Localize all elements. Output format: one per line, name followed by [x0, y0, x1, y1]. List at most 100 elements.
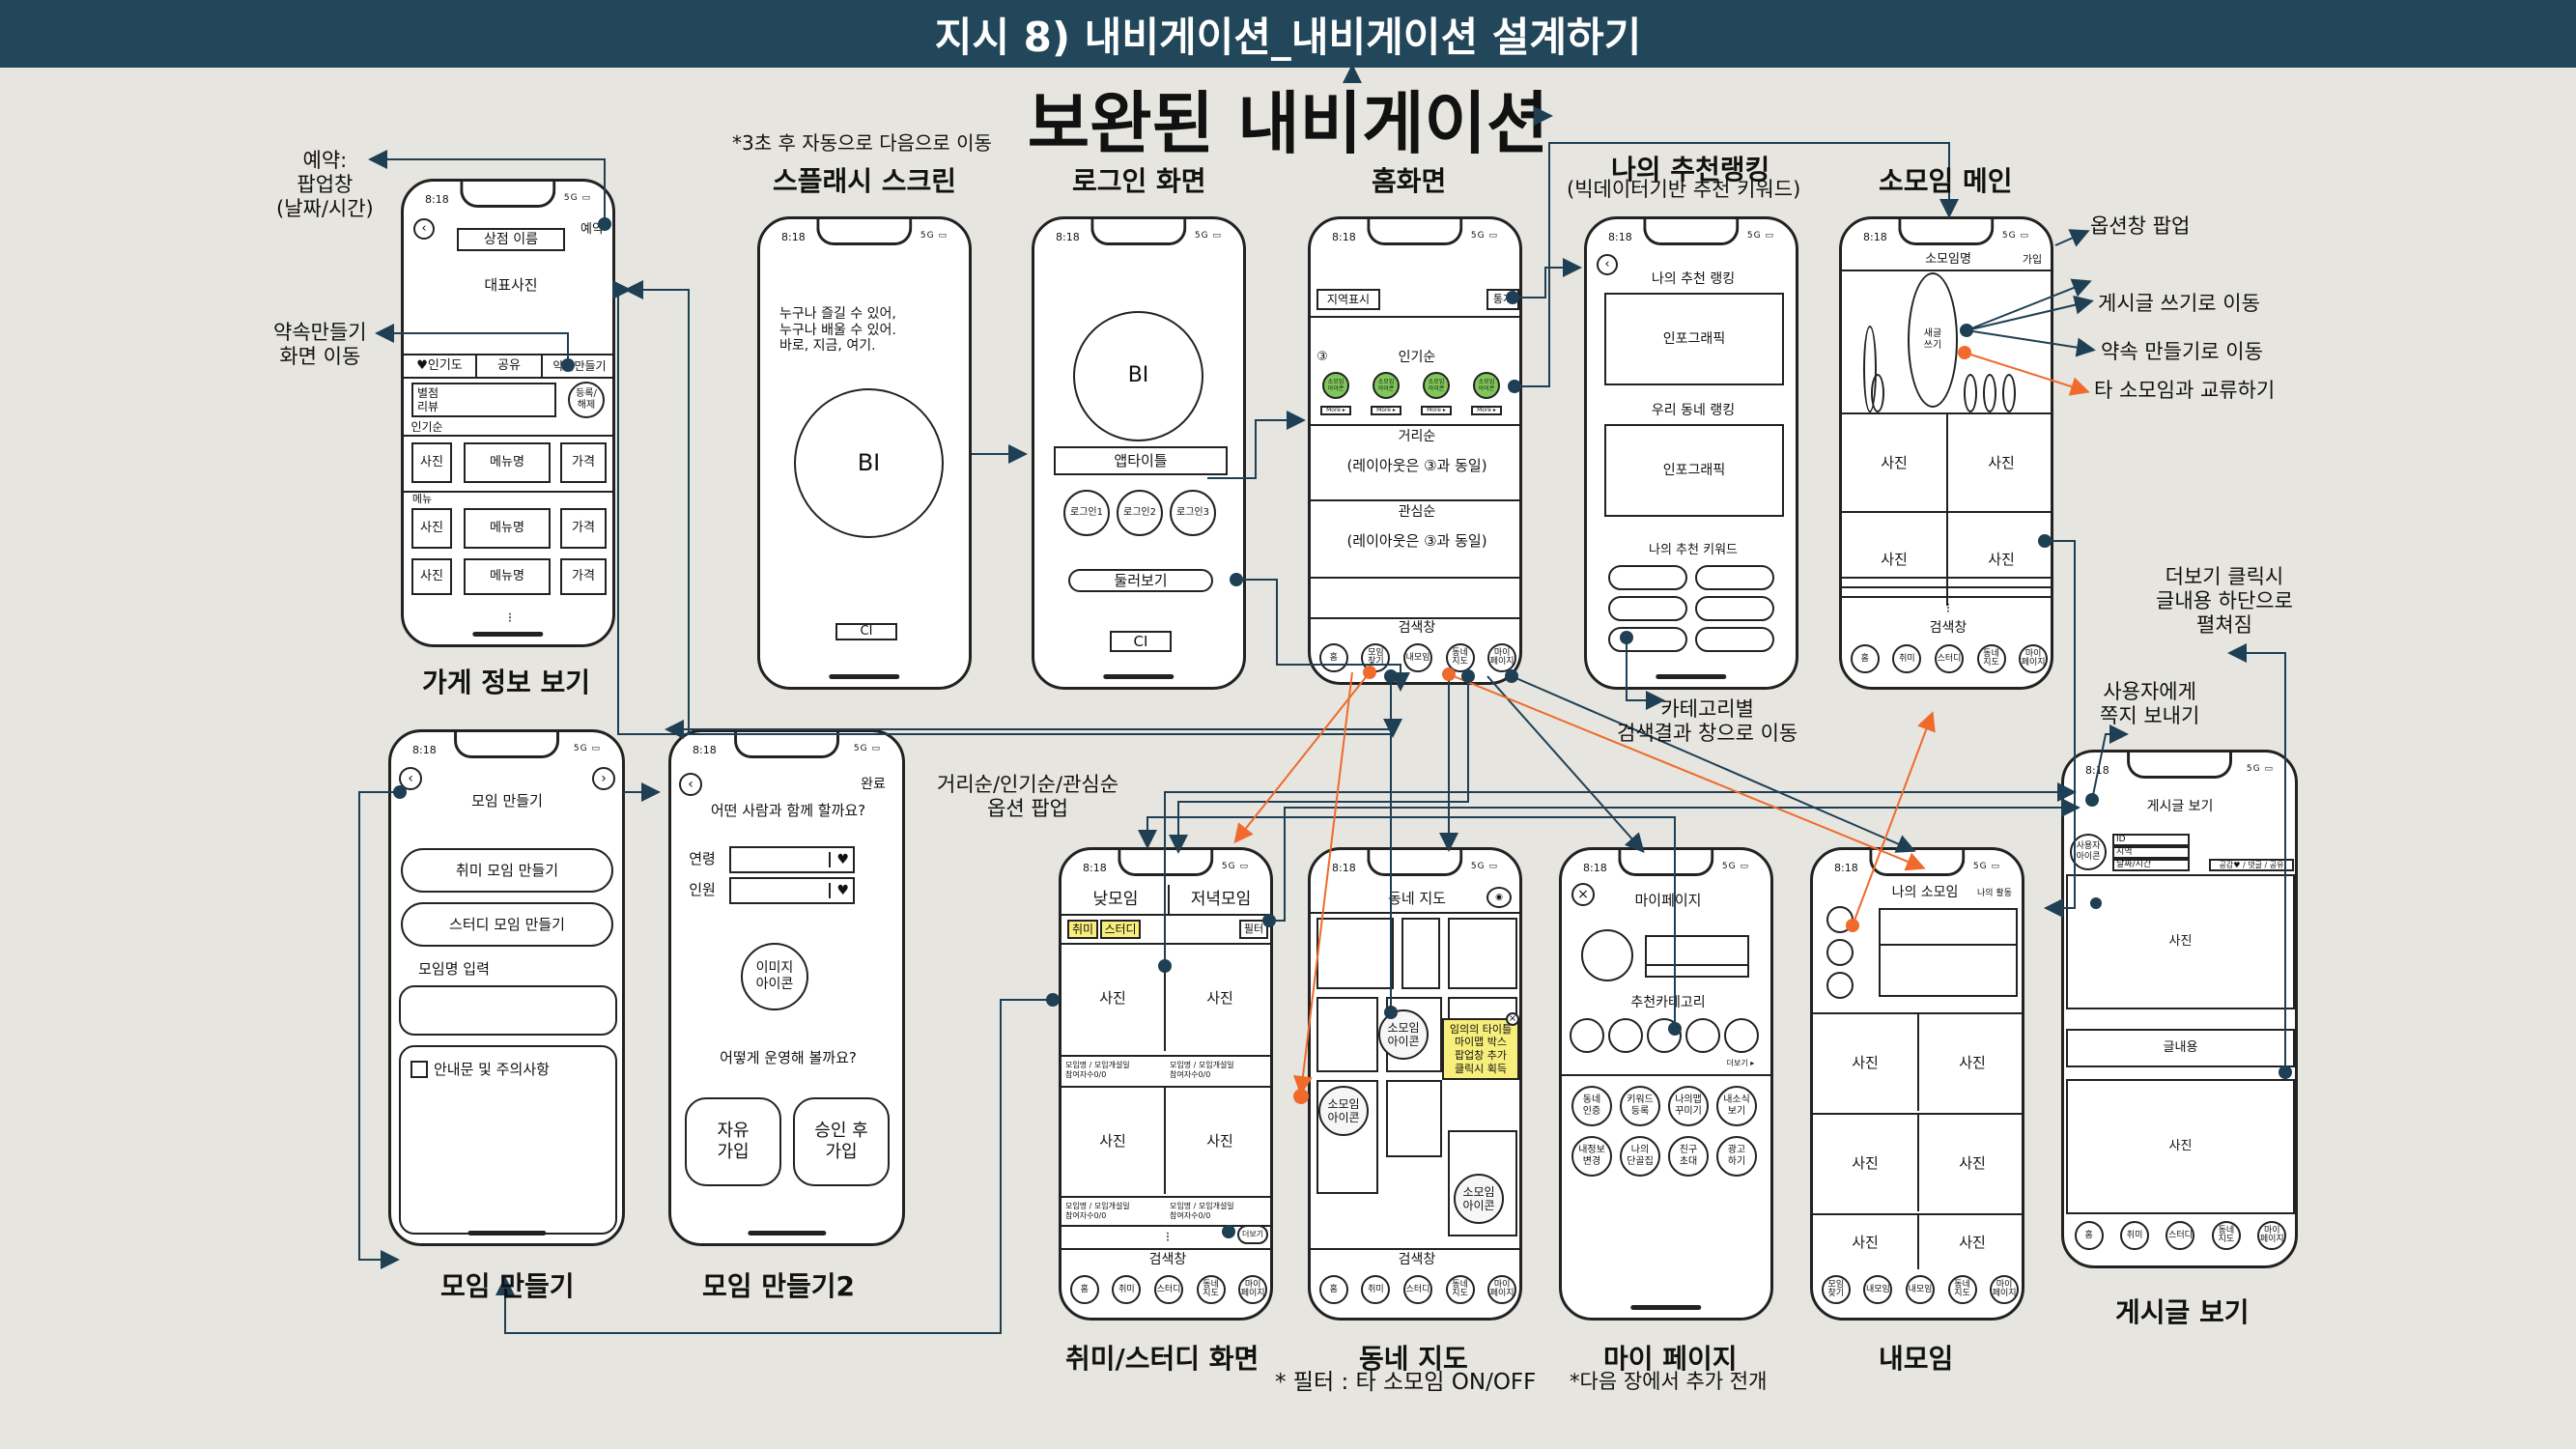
- profile-photo[interactable]: [1581, 929, 1633, 981]
- join-button[interactable]: 가입: [2022, 253, 2043, 267]
- tab-map[interactable]: 동네 지도: [1196, 1275, 1226, 1304]
- group-avatar[interactable]: [1826, 972, 1854, 999]
- more-button[interactable]: More ▸: [1471, 406, 1502, 415]
- tab-home[interactable]: 홈: [1069, 1275, 1099, 1304]
- tab-home[interactable]: 홈: [2074, 1221, 2104, 1250]
- tab-popularity[interactable]: ♥인기도: [416, 358, 463, 374]
- back-icon[interactable]: ‹: [413, 218, 435, 240]
- category-chip[interactable]: [1570, 1018, 1604, 1053]
- tab-study[interactable]: 스터디: [2166, 1221, 2195, 1250]
- category-chip[interactable]: [1724, 1018, 1759, 1053]
- tab-map[interactable]: 동네 지도: [1947, 1275, 1977, 1304]
- next-icon[interactable]: ›: [592, 767, 615, 790]
- reserve-button[interactable]: 예약: [580, 222, 604, 238]
- menu-news[interactable]: 내소식 보기: [1716, 1086, 1757, 1126]
- tab-home[interactable]: 홈: [1318, 643, 1348, 672]
- region-label[interactable]: 지역표시: [1316, 289, 1380, 310]
- group-icon[interactable]: 소모임 아이콘: [1423, 372, 1450, 399]
- back-icon[interactable]: ‹: [1597, 254, 1618, 275]
- tab-share[interactable]: 공유: [475, 355, 543, 377]
- search-bar[interactable]: 검색창: [1398, 619, 1436, 636]
- back-icon[interactable]: ‹: [679, 773, 702, 796]
- menu-verify[interactable]: 동네 인증: [1571, 1086, 1612, 1126]
- keyword-pill[interactable]: [1608, 565, 1687, 590]
- more-dots-icon[interactable]: ⁝: [507, 610, 513, 626]
- tab-study[interactable]: 스터디: [1402, 1275, 1432, 1304]
- tab-home[interactable]: 홈: [1318, 1275, 1348, 1304]
- free-join-button[interactable]: 자유 가입: [685, 1097, 781, 1186]
- tab-map[interactable]: 동네 지도: [1445, 643, 1475, 672]
- study-chip[interactable]: 스터디: [1100, 920, 1141, 939]
- keyword-pill[interactable]: [1695, 627, 1774, 652]
- tab-mypage[interactable]: 마이 페이지: [1990, 1275, 2020, 1304]
- tab-hobby[interactable]: 취미: [2120, 1221, 2150, 1250]
- tab-hobby[interactable]: 취미: [1892, 644, 1922, 673]
- user-avatar[interactable]: 사용자 아이콘: [2070, 834, 2107, 870]
- post-actions[interactable]: 공감♥ / 댓글 / 공유: [2209, 859, 2294, 871]
- tab-mypage[interactable]: 마이 페이지: [1487, 643, 1517, 672]
- tab-hobby[interactable]: 취미: [1361, 1275, 1391, 1304]
- write-post-bubble[interactable]: 새글 쓰기: [1908, 272, 1958, 408]
- more-dots-icon[interactable]: ⁝: [1165, 1229, 1171, 1245]
- menu-favorites[interactable]: 나의 단골집: [1620, 1136, 1660, 1177]
- tab-day-group[interactable]: 낮모임: [1092, 889, 1139, 909]
- menu-invite[interactable]: 친구 초대: [1668, 1136, 1709, 1177]
- category-chip[interactable]: [1685, 1018, 1720, 1053]
- group-map-marker[interactable]: 소모임 아이콘: [1318, 1086, 1369, 1136]
- stats-button[interactable]: 통계: [1486, 289, 1519, 310]
- notice-checkbox[interactable]: [410, 1061, 428, 1078]
- group-icon[interactable]: 소모임 아이콘: [1473, 372, 1500, 399]
- tab-map[interactable]: 동네 지도: [2211, 1221, 2241, 1250]
- tab-mypage[interactable]: 마이 페이지: [1238, 1275, 1268, 1304]
- group-name-input[interactable]: [399, 985, 617, 1036]
- age-select[interactable]: ♥: [729, 846, 855, 873]
- tab-study[interactable]: 스터디: [1153, 1275, 1183, 1304]
- group-map-marker[interactable]: 소모임 아이콘: [1378, 1009, 1429, 1060]
- more-button[interactable]: More ▸: [1421, 406, 1452, 415]
- login-button-3[interactable]: 로그인3: [1170, 490, 1216, 536]
- hobby-chip[interactable]: 취미: [1067, 920, 1098, 939]
- create-hobby-button[interactable]: 취미 모임 만들기: [401, 848, 613, 893]
- group-icon[interactable]: 소모임 아이콘: [1322, 372, 1349, 399]
- search-bar[interactable]: 검색창: [1929, 619, 1967, 636]
- filter-button[interactable]: 필터: [1239, 920, 1268, 939]
- tab-mypage[interactable]: 마이 페이지: [2257, 1221, 2287, 1250]
- search-bar[interactable]: 검색창: [1148, 1251, 1187, 1267]
- keyword-pill[interactable]: [1608, 596, 1687, 621]
- tab-find-group[interactable]: 모임 찾기: [1821, 1275, 1851, 1304]
- login-button-1[interactable]: 로그인1: [1063, 490, 1110, 536]
- category-chip[interactable]: [1608, 1018, 1643, 1053]
- more-dots-icon[interactable]: ⁝: [1945, 600, 1951, 616]
- search-bar[interactable]: 검색창: [1398, 1251, 1436, 1267]
- map-icon[interactable]: ◉: [1486, 887, 1512, 908]
- people-select[interactable]: ♥: [729, 877, 855, 904]
- tab-my-group[interactable]: 내모임: [1402, 643, 1432, 672]
- image-icon[interactable]: 이미지 아이콘: [741, 943, 808, 1010]
- more-button[interactable]: More ▸: [1320, 406, 1351, 415]
- tab-map[interactable]: 동네 지도: [1445, 1275, 1475, 1304]
- map-popup[interactable]: 임의의 타이틀 마이맵 박스 팝업창 추가 클릭시 획득: [1442, 1018, 1519, 1080]
- tab-my-group[interactable]: 내모임: [1863, 1275, 1893, 1304]
- group-icon[interactable]: 소모임 아이콘: [1373, 372, 1400, 399]
- tab-home[interactable]: 홈: [1850, 644, 1880, 673]
- tab-study[interactable]: 스터디: [1934, 644, 1964, 673]
- tab-my-group-2[interactable]: 내모임: [1905, 1275, 1935, 1304]
- create-study-button[interactable]: 스터디 모임 만들기: [401, 902, 613, 947]
- login-button-2[interactable]: 로그인2: [1117, 490, 1163, 536]
- more-button[interactable]: More ▸: [1371, 406, 1401, 415]
- group-avatar[interactable]: [1826, 939, 1854, 966]
- menu-ads[interactable]: 광고 하기: [1716, 1136, 1757, 1177]
- tab-promise[interactable]: 약속만들기: [552, 358, 607, 373]
- more-button[interactable]: 더보기: [1237, 1225, 1268, 1244]
- tab-mypage[interactable]: 마이 페이지: [1487, 1275, 1517, 1304]
- register-button[interactable]: 등록/ 해제: [568, 382, 605, 418]
- tab-mypage[interactable]: 마이 페이지: [2019, 644, 2049, 673]
- tab-map[interactable]: 동네 지도: [1976, 644, 2006, 673]
- tab-night-group[interactable]: 저녁모임: [1168, 885, 1270, 914]
- tab-hobby[interactable]: 취미: [1112, 1275, 1142, 1304]
- category-chip[interactable]: [1647, 1018, 1682, 1053]
- back-icon[interactable]: ‹: [399, 767, 422, 790]
- more-link[interactable]: 더보기 ▸: [1726, 1059, 1755, 1068]
- keyword-pill[interactable]: [1695, 596, 1774, 621]
- menu-profile-edit[interactable]: 내정보 변경: [1571, 1136, 1612, 1177]
